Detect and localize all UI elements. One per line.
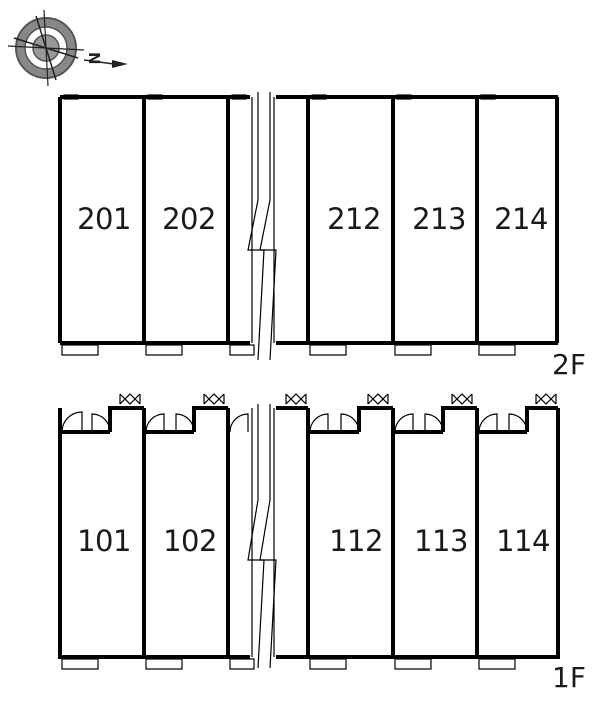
room-113: 113 <box>414 524 468 558</box>
room-101: 101 <box>77 524 131 558</box>
compass-north-label: N <box>85 52 103 65</box>
compass-arrow-icon <box>112 60 128 68</box>
room-202: 202 <box>162 202 216 236</box>
floor-label-2f: 2F <box>552 348 586 381</box>
room-213: 213 <box>412 202 466 236</box>
break-line <box>259 92 277 361</box>
room-212: 212 <box>327 202 381 236</box>
compass-icon: N <box>7 9 128 87</box>
floor-label-1f: 1F <box>552 661 586 694</box>
floor-2f: 201 202 212 213 214 2F <box>58 92 586 381</box>
room-102: 102 <box>163 524 217 558</box>
floor-1f: 101 102 112 113 114 1F <box>58 393 586 694</box>
room-114: 114 <box>496 524 550 558</box>
room-201: 201 <box>77 202 131 236</box>
room-112: 112 <box>329 524 383 558</box>
room-214: 214 <box>494 202 548 236</box>
